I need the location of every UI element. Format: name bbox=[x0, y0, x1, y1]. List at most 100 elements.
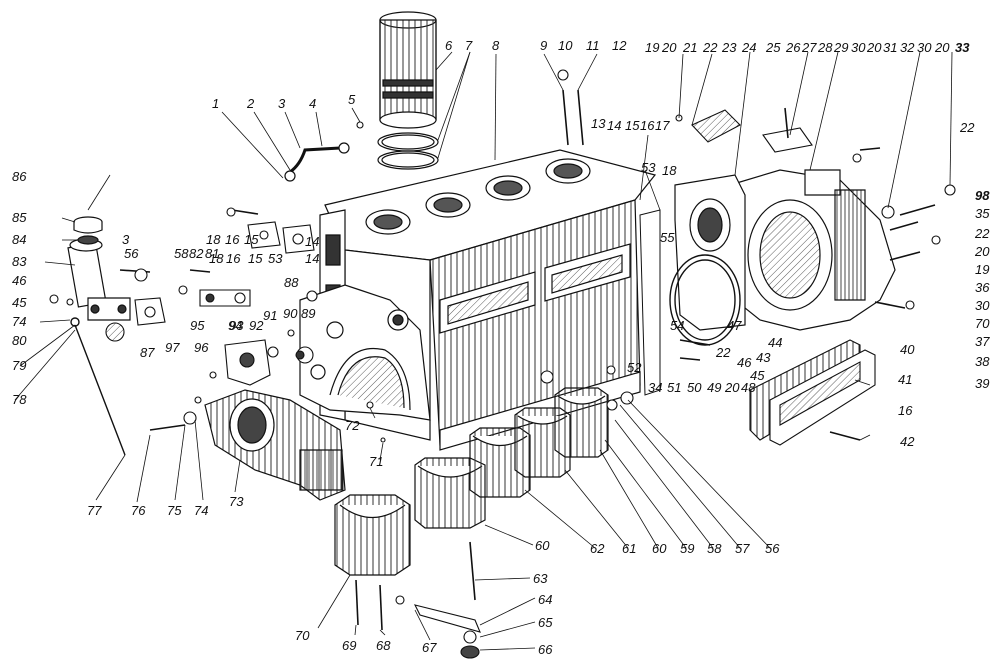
callout-20: 20 bbox=[661, 40, 677, 55]
callout-58: 58 bbox=[174, 246, 189, 261]
callout-71: 71 bbox=[369, 454, 383, 469]
callout-49: 49 bbox=[707, 380, 721, 395]
callout-20b: 20 bbox=[866, 40, 882, 55]
callout-88: 88 bbox=[284, 275, 299, 290]
callout-46: 46 bbox=[737, 355, 752, 370]
callout-85: 85 bbox=[12, 210, 27, 225]
callout-20d: 20 bbox=[974, 244, 990, 259]
callout-83: 83 bbox=[12, 254, 27, 269]
callout-27: 27 bbox=[801, 40, 817, 55]
callout-84: 84 bbox=[12, 232, 26, 247]
callout-77: 77 bbox=[87, 503, 102, 518]
callout-51: 51 bbox=[667, 380, 681, 395]
studs-and-bolts bbox=[120, 90, 935, 630]
callout-70b: 70 bbox=[295, 628, 310, 643]
callout-15b: 15 bbox=[248, 251, 263, 266]
callout-96: 96 bbox=[194, 340, 209, 355]
callout-75: 75 bbox=[167, 503, 182, 518]
callout-97: 97 bbox=[165, 340, 180, 355]
gasket-14 bbox=[283, 225, 314, 253]
side-cover-plates bbox=[750, 340, 875, 445]
callout-13: 13 bbox=[591, 116, 606, 131]
callout-74: 74 bbox=[12, 314, 26, 329]
callout-60b: 60 bbox=[652, 541, 667, 556]
callout-24: 24 bbox=[741, 40, 756, 55]
cover-plate-53 bbox=[248, 222, 280, 248]
callout-66: 66 bbox=[538, 642, 553, 657]
callout-78: 78 bbox=[12, 392, 27, 407]
callout-65: 65 bbox=[538, 615, 553, 630]
callout-31: 31 bbox=[883, 40, 897, 55]
callout-91: 91 bbox=[263, 308, 277, 323]
callout-15c: 15 bbox=[244, 232, 259, 247]
seal-ring bbox=[670, 255, 740, 345]
callout-22: 22 bbox=[702, 40, 718, 55]
callout-14b: 14 bbox=[305, 251, 319, 266]
dipstick bbox=[71, 318, 125, 455]
callout-28: 28 bbox=[817, 40, 833, 55]
callout-59: 59 bbox=[680, 541, 694, 556]
callout-29: 29 bbox=[833, 40, 848, 55]
callout-82: 82 bbox=[189, 246, 204, 261]
callout-80: 80 bbox=[12, 333, 27, 348]
callout-70: 70 bbox=[975, 316, 990, 331]
callout-40: 40 bbox=[900, 342, 915, 357]
callout-2: 2 bbox=[246, 96, 255, 111]
callout-6: 6 bbox=[445, 38, 453, 53]
callout-16b: 16 bbox=[898, 403, 913, 418]
callout-45: 45 bbox=[750, 368, 765, 383]
callout-95: 95 bbox=[190, 318, 205, 333]
callout-3: 3 bbox=[278, 96, 286, 111]
callout-42: 42 bbox=[900, 434, 915, 449]
callout-4: 4 bbox=[309, 96, 316, 111]
callout-69: 69 bbox=[342, 638, 356, 653]
callout-14c: 14 bbox=[305, 234, 319, 249]
callout-53b: 53 bbox=[268, 251, 283, 266]
callout-1: 1 bbox=[212, 96, 219, 111]
callout-60: 60 bbox=[535, 538, 550, 553]
callout-64: 64 bbox=[538, 592, 552, 607]
callout-79: 79 bbox=[12, 358, 26, 373]
callout-74b: 74 bbox=[194, 503, 208, 518]
callout-36: 36 bbox=[975, 280, 990, 295]
front-cover bbox=[300, 285, 430, 420]
callout-98: 98 bbox=[975, 188, 990, 203]
callout-55: 55 bbox=[660, 230, 675, 245]
callout-16: 16 bbox=[640, 118, 655, 133]
callout-18b: 18 bbox=[209, 251, 224, 266]
callout-15: 15 bbox=[625, 118, 640, 133]
callout-45b: 45 bbox=[12, 295, 27, 310]
callout-8: 8 bbox=[492, 38, 500, 53]
callout-7: 7 bbox=[465, 38, 473, 53]
callout-18c: 18 bbox=[206, 232, 221, 247]
callout-16d: 16 bbox=[225, 232, 240, 247]
filler-cap bbox=[74, 217, 102, 244]
oil-line-pipe bbox=[285, 143, 349, 181]
callout-73: 73 bbox=[229, 494, 244, 509]
callout-93: 93 bbox=[229, 318, 244, 333]
callout-81: 81 bbox=[205, 246, 219, 261]
callout-26: 26 bbox=[785, 40, 801, 55]
callout-32: 32 bbox=[900, 40, 915, 55]
callout-37: 37 bbox=[975, 334, 990, 349]
callout-38: 38 bbox=[975, 354, 990, 369]
callout-50: 50 bbox=[687, 380, 702, 395]
callout-72: 72 bbox=[345, 418, 360, 433]
callout-33: 33 bbox=[955, 40, 970, 55]
callout-56: 56 bbox=[124, 246, 139, 261]
callout-62: 62 bbox=[590, 541, 605, 556]
front-support-bracket bbox=[205, 390, 345, 500]
callout-9: 9 bbox=[540, 38, 547, 53]
callout-46b: 46 bbox=[12, 273, 27, 288]
nuts-and-washers bbox=[50, 70, 955, 658]
callout-57: 57 bbox=[735, 541, 750, 556]
callout-52: 52 bbox=[627, 360, 642, 375]
callout-22b: 22 bbox=[959, 120, 975, 135]
callout-61: 61 bbox=[622, 541, 636, 556]
flywheel-housing bbox=[730, 170, 895, 330]
callout-90: 90 bbox=[283, 306, 298, 321]
breather bbox=[106, 323, 124, 341]
callout-35: 35 bbox=[975, 206, 990, 221]
callout-30: 30 bbox=[851, 40, 866, 55]
